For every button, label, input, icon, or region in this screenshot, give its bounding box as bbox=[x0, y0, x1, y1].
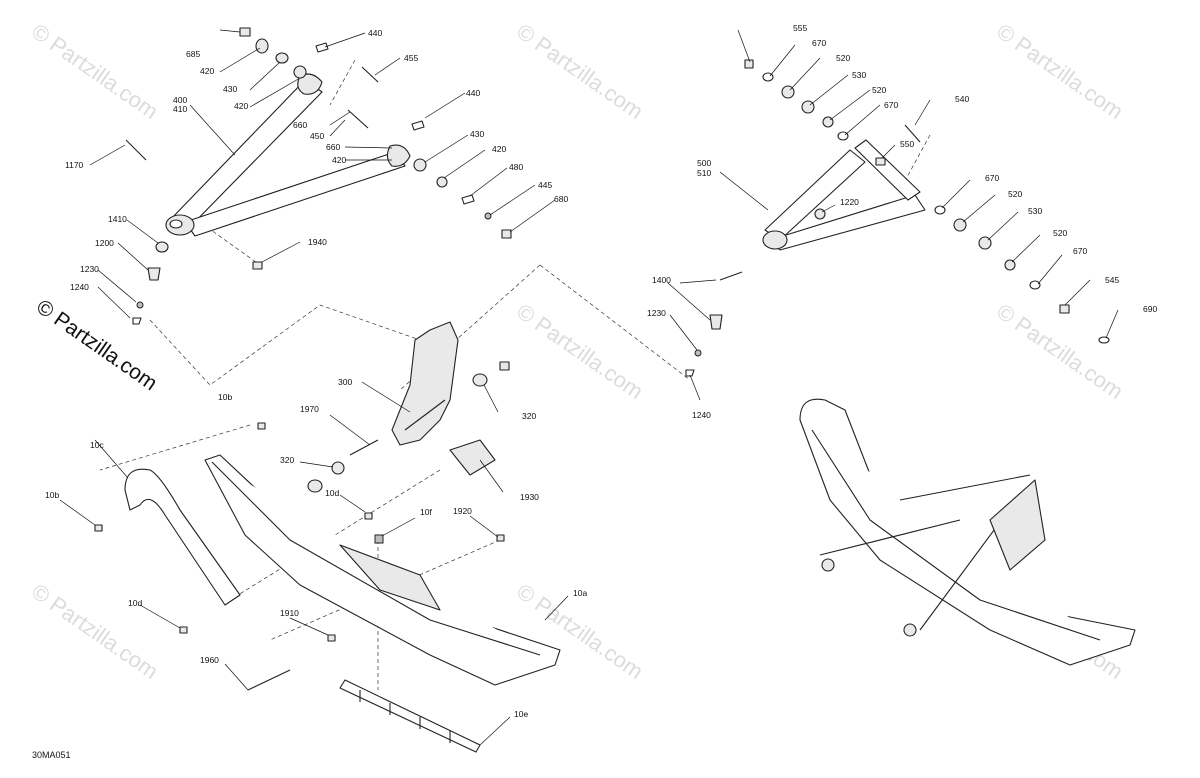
callout-690: 690 bbox=[1143, 304, 1157, 314]
callout-1240: 1240 bbox=[70, 282, 89, 292]
callout-530: 530 bbox=[852, 70, 866, 80]
callout-10c: 10c bbox=[90, 440, 104, 450]
watermark-text: © Partzilla.com bbox=[992, 19, 1128, 125]
callout-670: 670 bbox=[985, 173, 999, 183]
hardware-upper-left bbox=[125, 27, 512, 325]
callout-545: 545 bbox=[1105, 275, 1119, 285]
callout-500: 500 bbox=[697, 158, 711, 168]
spindle bbox=[307, 321, 510, 493]
upper-a-arm bbox=[685, 59, 1110, 377]
callout-10d: 10d bbox=[325, 488, 339, 498]
callout-labels: 685 420 430 420 440 455 440 400 410 660 … bbox=[45, 23, 1157, 719]
callout-1910: 1910 bbox=[280, 608, 299, 618]
callout-1940: 1940 bbox=[308, 237, 327, 247]
watermark-text: © Partzilla.com bbox=[27, 579, 163, 685]
callout-680: 680 bbox=[554, 194, 568, 204]
callout-660: 660 bbox=[293, 120, 307, 130]
callout-410: 410 bbox=[173, 104, 187, 114]
callout-1400: 1400 bbox=[652, 275, 671, 285]
callout-445: 445 bbox=[538, 180, 552, 190]
callout-10b: 10b bbox=[218, 392, 232, 402]
ski-runner bbox=[339, 679, 481, 753]
callout-520: 520 bbox=[872, 85, 886, 95]
callout-520: 520 bbox=[836, 53, 850, 63]
left-ski bbox=[204, 454, 561, 686]
callout-450: 450 bbox=[310, 131, 324, 141]
assembled-ski bbox=[799, 398, 1136, 666]
callout-320: 320 bbox=[522, 411, 536, 421]
callout-430: 430 bbox=[470, 129, 484, 139]
ski-handle bbox=[124, 468, 241, 606]
callout-685: 685 bbox=[186, 49, 200, 59]
callout-10b: 10b bbox=[45, 490, 59, 500]
callout-1170: 1170 bbox=[65, 160, 84, 170]
callout-540: 540 bbox=[955, 94, 969, 104]
callout-670: 670 bbox=[1073, 246, 1087, 256]
callout-420: 420 bbox=[332, 155, 346, 165]
callout-10f: 10f bbox=[420, 507, 432, 517]
callout-670: 670 bbox=[884, 100, 898, 110]
callout-1970: 1970 bbox=[300, 404, 319, 414]
watermark-text: © Partzilla.com bbox=[27, 19, 163, 125]
callout-420: 420 bbox=[234, 101, 248, 111]
callout-10e: 10e bbox=[514, 709, 528, 719]
callout-550: 550 bbox=[900, 139, 914, 149]
callout-1930: 1930 bbox=[520, 492, 539, 502]
callout-455: 455 bbox=[404, 53, 418, 63]
callout-320: 320 bbox=[280, 455, 294, 465]
watermark-text: © Partzilla.com bbox=[512, 299, 648, 405]
callout-660: 660 bbox=[326, 142, 340, 152]
callout-1200: 1200 bbox=[95, 238, 114, 248]
watermark-text: © Partzilla.com bbox=[512, 19, 648, 125]
callout-1230: 1230 bbox=[647, 308, 666, 318]
callout-510: 510 bbox=[697, 168, 711, 178]
callout-1220: 1220 bbox=[840, 197, 859, 207]
callout-440: 440 bbox=[368, 28, 382, 38]
callout-400: 400 bbox=[173, 95, 187, 105]
callout-300: 300 bbox=[338, 377, 352, 387]
callout-480: 480 bbox=[509, 162, 523, 172]
callout-1920: 1920 bbox=[453, 506, 472, 516]
callout-555: 555 bbox=[793, 23, 807, 33]
lower-a-arm bbox=[165, 73, 411, 237]
callout-1230: 1230 bbox=[80, 264, 99, 274]
callout-10a: 10a bbox=[573, 588, 587, 598]
callout-440: 440 bbox=[466, 88, 480, 98]
callout-420: 420 bbox=[492, 144, 506, 154]
callout-530: 530 bbox=[1028, 206, 1042, 216]
copyright-stamp: © Partzilla.com bbox=[32, 295, 161, 395]
hardware-lower-left bbox=[94, 422, 505, 691]
callout-430: 430 bbox=[223, 84, 237, 94]
watermark-text: © Partzilla.com bbox=[992, 299, 1128, 405]
callout-670: 670 bbox=[812, 38, 826, 48]
callout-520: 520 bbox=[1008, 189, 1022, 199]
callout-420: 420 bbox=[200, 66, 214, 76]
diagram-code: 30MA051 bbox=[32, 750, 71, 760]
callout-10d: 10d bbox=[128, 598, 142, 608]
callout-520: 520 bbox=[1053, 228, 1067, 238]
callout-1410: 1410 bbox=[108, 214, 127, 224]
callout-1240: 1240 bbox=[692, 410, 711, 420]
callout-1960: 1960 bbox=[200, 655, 219, 665]
